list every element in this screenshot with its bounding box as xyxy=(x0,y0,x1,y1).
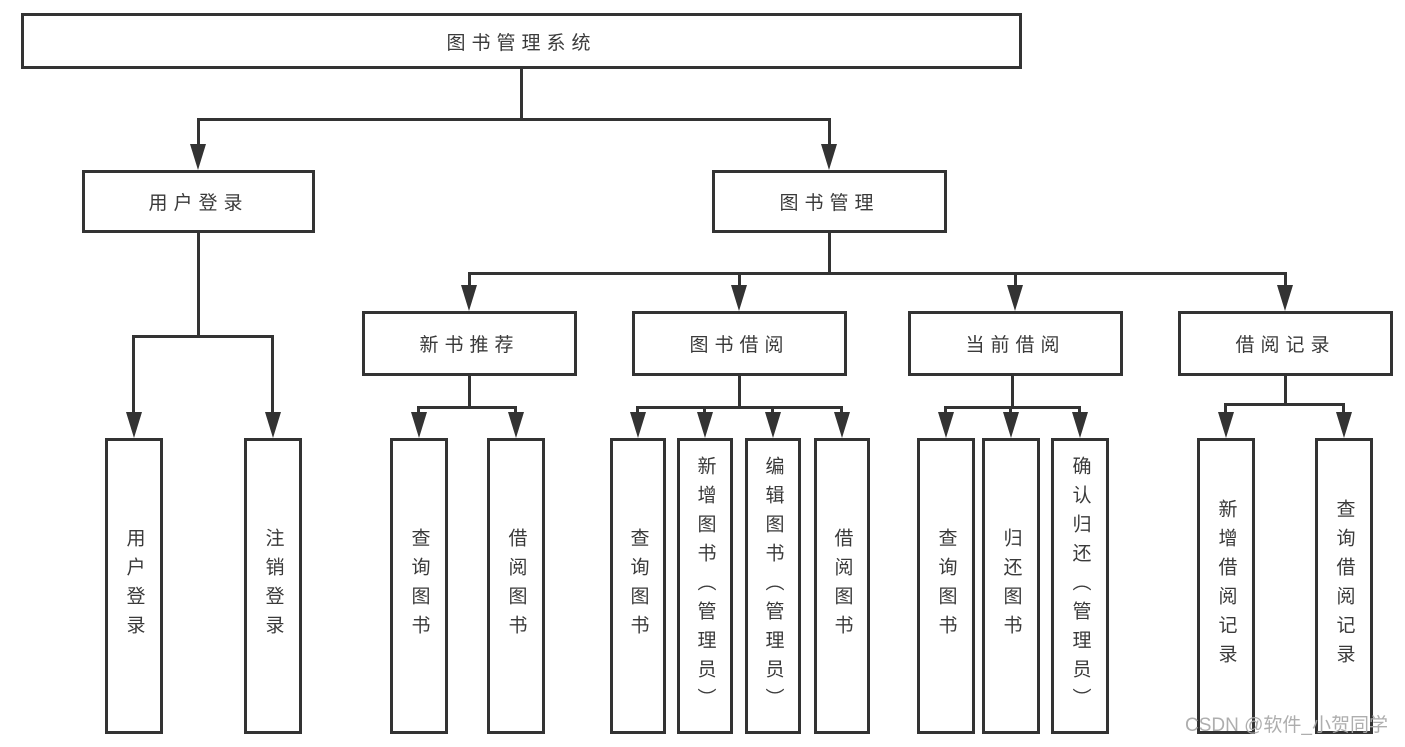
arrowhead-down-icon xyxy=(697,412,713,438)
connector-drop-query-record xyxy=(1342,403,1345,414)
node-leaf-borrow-book: 借阅图书 xyxy=(814,438,870,734)
arrowhead-down-icon xyxy=(834,412,850,438)
arrowhead-down-icon xyxy=(1277,285,1293,311)
connector-drop-add-record xyxy=(1224,403,1227,414)
connector-drop-user-login xyxy=(197,118,200,146)
arrowhead-down-icon xyxy=(461,285,477,311)
arrowhead-down-icon xyxy=(1336,412,1352,438)
node-current-borrow: 当前借阅 xyxy=(908,311,1123,376)
node-leaf-query-book-recommend: 查询图书 xyxy=(390,438,448,734)
connector-user-login-stem xyxy=(197,233,200,335)
node-book-borrow: 图书借阅 xyxy=(632,311,847,376)
connector-current-stem xyxy=(1011,376,1014,406)
connector-drop-edit-book xyxy=(771,406,774,414)
arrowhead-down-icon xyxy=(1007,285,1023,311)
connector-drop-new-book-recommend xyxy=(468,272,471,287)
connector-drop-add-book xyxy=(703,406,706,414)
connector-drop-borrow-records xyxy=(1284,272,1287,287)
connector-recommend-horizontal xyxy=(417,406,517,409)
node-leaf-return-book: 归还图书 xyxy=(982,438,1040,734)
arrowhead-down-icon xyxy=(630,412,646,438)
connector-book-management-stem xyxy=(828,233,831,272)
node-book-management: 图书管理 xyxy=(712,170,947,233)
connector-drop-leaf-user-login xyxy=(132,335,135,414)
connector-drop-query-book-a xyxy=(417,406,420,414)
arrowhead-down-icon xyxy=(1072,412,1088,438)
connector-drop-query-book-b xyxy=(636,406,639,414)
connector-drop-confirm-return xyxy=(1078,406,1081,414)
node-new-book-recommend: 新书推荐 xyxy=(362,311,577,376)
node-user-login: 用户登录 xyxy=(82,170,315,233)
arrowhead-down-icon xyxy=(1218,412,1234,438)
node-root: 图书管理系统 xyxy=(21,13,1022,69)
node-leaf-borrow-book-recommend: 借阅图书 xyxy=(487,438,545,734)
node-leaf-confirm-return-admin: 确认归还（管理员） xyxy=(1051,438,1109,734)
node-leaf-edit-book-admin: 编辑图书（管理员） xyxy=(745,438,801,734)
arrowhead-down-icon xyxy=(265,412,281,438)
arrowhead-down-icon xyxy=(765,412,781,438)
arrowhead-down-icon xyxy=(126,412,142,438)
connector-drop-leaf-logout xyxy=(271,335,274,414)
connector-recommend-stem xyxy=(468,376,471,406)
connector-root-stem xyxy=(520,69,523,118)
connector-drop-borrow-book-a xyxy=(514,406,517,414)
node-leaf-user-login: 用户登录 xyxy=(105,438,163,734)
connector-user-login-horizontal xyxy=(132,335,274,338)
arrowhead-down-icon xyxy=(411,412,427,438)
connector-current-horizontal xyxy=(944,406,1081,409)
node-leaf-add-borrow-record: 新增借阅记录 xyxy=(1197,438,1255,734)
node-leaf-query-book-borrow: 查询图书 xyxy=(610,438,666,734)
connector-level2-horizontal xyxy=(468,272,1287,275)
connector-drop-borrow-book-b xyxy=(840,406,843,414)
arrowhead-down-icon xyxy=(1003,412,1019,438)
node-leaf-logout: 注销登录 xyxy=(244,438,302,734)
connector-borrow-horizontal xyxy=(636,406,843,409)
connector-records-horizontal xyxy=(1224,403,1345,406)
connector-drop-current-borrow xyxy=(1014,272,1017,287)
node-borrow-records: 借阅记录 xyxy=(1178,311,1393,376)
connector-records-stem xyxy=(1284,376,1287,403)
arrowhead-down-icon xyxy=(821,144,837,170)
node-leaf-add-book-admin: 新增图书（管理员） xyxy=(677,438,733,734)
node-leaf-query-book-current: 查询图书 xyxy=(917,438,975,734)
arrowhead-down-icon xyxy=(938,412,954,438)
node-leaf-query-borrow-record: 查询借阅记录 xyxy=(1315,438,1373,734)
connector-drop-return-book xyxy=(1009,406,1012,414)
arrowhead-down-icon xyxy=(190,144,206,170)
arrowhead-down-icon xyxy=(508,412,524,438)
connector-drop-book-borrow xyxy=(738,272,741,287)
connector-level1-horizontal xyxy=(197,118,831,121)
arrowhead-down-icon xyxy=(731,285,747,311)
connector-drop-query-book-c xyxy=(944,406,947,414)
connector-borrow-stem xyxy=(738,376,741,406)
connector-drop-book-management xyxy=(828,118,831,146)
